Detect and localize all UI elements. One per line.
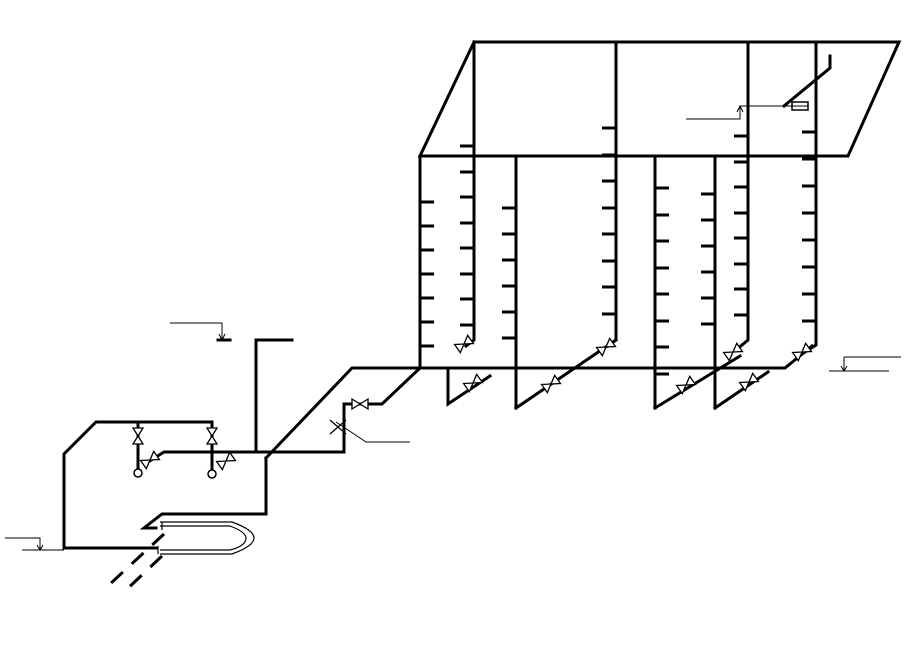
return-branch-1 — [446, 366, 493, 407]
left-vertical-riser — [254, 338, 294, 434]
riser-3-supply — [733, 40, 750, 353]
valve-main-return — [351, 397, 369, 411]
valve-return-4 — [738, 371, 760, 393]
external-return-dashed — [122, 554, 164, 594]
valve-riser-3 — [722, 341, 744, 363]
vent-diagonal-pipe — [781, 54, 832, 109]
heat-exchanger-inner-tube — [160, 525, 247, 551]
top-header-frame — [417, 40, 902, 158]
u-tube-heat-exchanger — [157, 521, 255, 555]
vessel-leader-arrow — [736, 104, 744, 113]
valve-boiler-right-vertical — [205, 427, 219, 445]
main-return-line — [228, 365, 423, 454]
radiator-taps-group — [420, 126, 816, 376]
valves-group — [131, 333, 813, 472]
right-level-arrow — [840, 365, 848, 372]
valve-riser-1 — [453, 333, 475, 355]
return-branch-3 — [652, 353, 743, 411]
valve-riser-2 — [595, 336, 617, 358]
valve-return-2 — [540, 373, 562, 395]
boiler-return-leg — [139, 456, 268, 530]
valve-boiler-left-vertical — [131, 427, 145, 445]
left-level-mark — [5, 537, 41, 550]
upper-left-level-mark — [170, 322, 223, 340]
valve-return-3 — [675, 374, 697, 396]
top-right-vent-branch — [686, 54, 832, 120]
heat-exchanger-outer-shell — [160, 521, 255, 555]
vessel-leader-line — [686, 105, 808, 120]
external-connection-dashed — [108, 532, 166, 594]
external-supply-dashed — [108, 532, 166, 586]
return-branch-4 — [712, 369, 771, 411]
main-line-marker — [329, 419, 347, 435]
valve-leader-line — [335, 421, 410, 443]
upper-left-level-arrow — [218, 333, 226, 342]
valve-boiler-left — [139, 449, 161, 471]
upper-left-branch — [170, 322, 294, 434]
valve-boiler-right — [215, 450, 237, 472]
drain-point-right — [207, 469, 217, 479]
valve-return-1 — [462, 372, 484, 394]
drain-point-left — [133, 468, 143, 478]
valve-riser-4 — [791, 341, 813, 363]
header-outline — [417, 40, 902, 158]
